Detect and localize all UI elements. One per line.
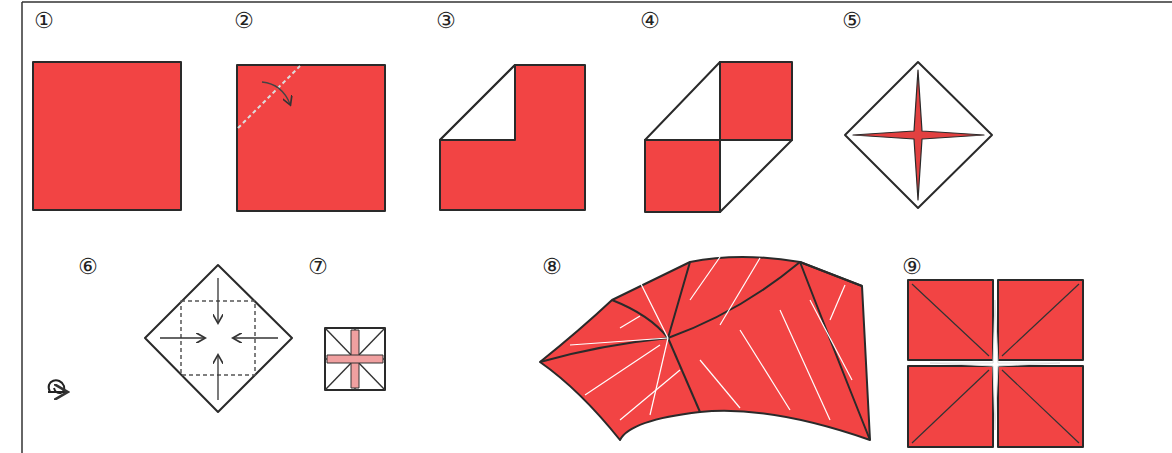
step-number: ⑤ — [842, 10, 862, 32]
step-number: ③ — [436, 10, 456, 32]
step-number: ⑦ — [308, 256, 328, 278]
step-number: ④ — [640, 10, 660, 32]
step-number: ⑥ — [78, 256, 98, 278]
step-number: ⑧ — [542, 256, 562, 278]
step-number: ① — [34, 10, 54, 32]
step-number: ② — [234, 10, 254, 32]
step-number: ⑨ — [902, 256, 922, 278]
